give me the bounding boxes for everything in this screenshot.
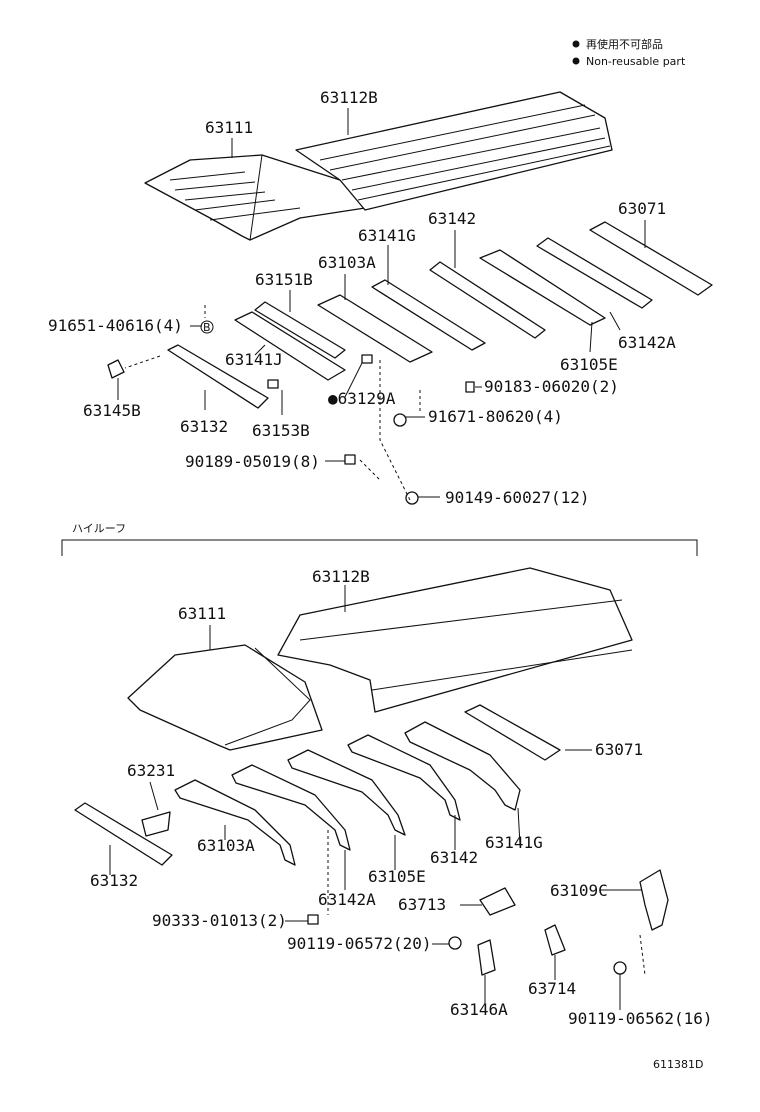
part-63141J-roof-bow	[234, 311, 346, 381]
part-63151B-roof-bow	[254, 301, 346, 359]
part-90119-06562-bolt-icon	[613, 961, 627, 975]
label-90149: 90149-60027(12)	[445, 488, 590, 507]
label-63105E: 63105E	[560, 355, 618, 374]
label-63111: 63111	[205, 118, 253, 137]
label-63129A: ●63129A	[328, 389, 396, 408]
label-63142: 63142	[428, 209, 476, 228]
label-63145B: 63145B	[83, 401, 141, 420]
legend-bullet-icon	[572, 57, 580, 65]
part-63141G-high-roof-bow	[404, 721, 521, 811]
label-63132: 63132	[180, 417, 228, 436]
label-63713: 63713	[398, 895, 446, 914]
part-90333-clip	[307, 914, 319, 925]
part-63111-high-roof-front-panel	[127, 644, 323, 751]
part-90149-screw-icon	[405, 491, 419, 505]
part-63112B-rear-roof-panel	[295, 91, 613, 211]
label-90333: 90333-01013(2)	[152, 911, 287, 930]
part-90183-clip	[465, 381, 475, 393]
part-63153B-spacer	[267, 379, 279, 389]
label-63111-high: 63111	[178, 604, 226, 623]
diagram-code: 611381D	[653, 1058, 703, 1071]
label-63146A: 63146A	[450, 1000, 508, 1019]
part-63103A-roof-bow	[317, 294, 433, 363]
label-63109C: 63109C	[550, 881, 608, 900]
section-bracket	[61, 539, 698, 556]
label-90189: 90189-05019(8)	[185, 452, 320, 471]
part-91671-bolt-icon	[393, 413, 407, 427]
label-91671: 91671-80620(4)	[428, 407, 563, 426]
legend-bullet-icon	[572, 40, 580, 48]
part-63103A-high-roof-bow	[174, 779, 296, 866]
section-title-high-roof: ハイルーフ	[72, 522, 126, 535]
part-63141G-roof-bow	[371, 279, 486, 351]
label-63103A-high: 63103A	[197, 836, 255, 855]
part-63132-high-roof-front-header	[74, 802, 173, 866]
part-90119-06572-bolt-icon	[448, 936, 462, 950]
label-63714: 63714	[528, 979, 576, 998]
label-90119-06572: 90119-06572(20)	[287, 934, 432, 953]
part-63109C-bracket	[639, 869, 669, 931]
label-63231: 63231	[127, 761, 175, 780]
label-63153B: 63153B	[252, 421, 310, 440]
part-63105E-roof-bow	[479, 249, 606, 326]
label-63071-high: 63071	[595, 740, 643, 759]
label-63142A-high: 63142A	[318, 890, 376, 909]
label-63112B-high: 63112B	[312, 567, 370, 586]
label-63071: 63071	[618, 199, 666, 218]
label-91651: 91651-40616(4)	[48, 316, 183, 335]
part-63111-front-roof-panel	[144, 154, 366, 241]
part-63105E-high-roof-bow	[287, 749, 406, 836]
part-63142-roof-bow	[429, 261, 546, 339]
part-63714-bracket	[544, 924, 566, 956]
part-63142A-roof-bow	[536, 237, 653, 309]
label-63141J: 63141J	[225, 350, 283, 369]
part-90189-nut	[344, 454, 356, 465]
part-63112B-high-roof-rear-panel	[277, 567, 633, 713]
legend-line-english: Non-reusable part	[586, 55, 686, 68]
label-90183: 90183-06020(2)	[484, 377, 619, 396]
label-63132-high: 63132	[90, 871, 138, 890]
label-63103A: 63103A	[318, 253, 376, 272]
label-63151B: 63151B	[255, 270, 313, 289]
part-63071-rear-header	[589, 221, 713, 296]
legend-line-japanese: 再使用不可部品	[586, 37, 663, 51]
part-63132-front-header	[167, 344, 269, 409]
label-63112B: 63112B	[320, 88, 378, 107]
label-63142A: 63142A	[618, 333, 676, 352]
part-63071-high-roof-rear-header	[464, 704, 561, 761]
legend: 再使用不可部品 Non-reusable part	[572, 37, 686, 68]
part-63129A-pad	[361, 354, 373, 364]
part-63713-bracket	[479, 887, 516, 916]
part-63142A-high-roof-bow	[231, 764, 351, 851]
label-63105E-high: 63105E	[368, 867, 426, 886]
label-63142-high: 63142	[430, 848, 478, 867]
high-roof-section: ハイルーフ	[61, 522, 713, 1028]
label-63141G: 63141G	[358, 226, 416, 245]
top-section: 63111 63112B 63142 63071 63141G 63103A 6…	[48, 88, 713, 507]
label-b-mark: B	[203, 321, 211, 334]
b-mark-icon	[200, 320, 214, 334]
label-90119-06562: 90119-06562(16)	[568, 1009, 713, 1028]
label-63141G-high: 63141G	[485, 833, 543, 852]
part-63146A-bracket	[477, 939, 496, 976]
part-63231-bracket	[141, 811, 171, 837]
part-63145B-bracket	[107, 359, 125, 379]
